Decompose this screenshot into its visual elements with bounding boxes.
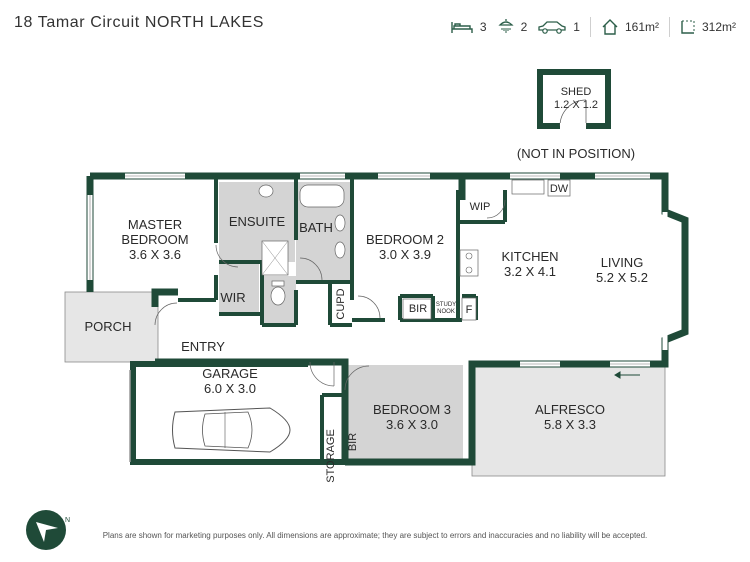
entry-label: ENTRY <box>181 339 225 354</box>
stat-divider <box>668 17 670 37</box>
alfresco-area <box>471 363 666 477</box>
kitchen-label: KITCHEN <box>501 249 558 264</box>
bed-icon <box>451 22 473 33</box>
bedroom3-label: BEDROOM 3 <box>373 402 451 417</box>
master-bedroom-label-2: BEDROOM <box>121 232 188 247</box>
ensuite-label: ENSUITE <box>229 214 286 229</box>
bedroom2-label: BEDROOM 2 <box>366 232 444 247</box>
property-address: 18 Tamar Circuit NORTH LAKES <box>14 14 265 31</box>
wir-label: WIR <box>220 290 245 305</box>
basin-icon <box>258 184 274 198</box>
land-area-stat: 312m² <box>680 19 736 35</box>
dw-label: DW <box>550 183 569 195</box>
bir3-label: BIR <box>347 433 359 451</box>
stat-divider <box>589 17 591 37</box>
bathrooms-count: 2 <box>520 20 528 34</box>
master-bedroom-size: 3.6 X 3.6 <box>129 247 181 262</box>
property-stats: 3 2 1 161m² 312m² <box>440 14 736 40</box>
house-area-stat: 161m² <box>601 18 659 36</box>
land-icon <box>681 20 695 34</box>
bedrooms-stat: 3 <box>450 19 487 35</box>
sink-icon <box>511 179 545 195</box>
shed-note: (NOT IN POSITION) <box>517 146 635 161</box>
living-size: 5.2 X 5.2 <box>596 270 648 285</box>
shower-icon <box>498 19 514 33</box>
study-nook-label: STUDY <box>436 302 456 308</box>
fridge-label: F <box>466 304 473 316</box>
car-icon <box>538 21 566 34</box>
car-stat: 1 <box>537 19 580 35</box>
car-icon <box>172 407 291 453</box>
fixtures <box>258 179 571 321</box>
bir2-cupboard <box>402 298 432 320</box>
porch-label: PORCH <box>85 319 132 334</box>
compass-icon: N <box>24 508 72 557</box>
slide-arrow <box>614 371 640 379</box>
garage-label: GARAGE <box>202 366 258 381</box>
bedroom3-size: 3.6 X 3.0 <box>386 417 438 432</box>
bedrooms-count: 3 <box>479 20 487 34</box>
toilet-icon <box>270 286 286 306</box>
bath-basin-icon <box>334 214 346 232</box>
bathtub-icon <box>299 184 345 208</box>
study-nook-label-2: NOOK <box>437 309 455 315</box>
svg-text:N: N <box>65 517 70 524</box>
exterior-walls <box>86 172 689 466</box>
garage-size: 6.0 X 3.0 <box>204 381 256 396</box>
living-label: LIVING <box>601 255 644 270</box>
house-icon <box>602 19 618 35</box>
shed-label: SHED <box>561 86 592 98</box>
door-swings <box>154 199 506 391</box>
storage-label: STORAGE <box>325 429 337 483</box>
bath-label: BATH <box>299 220 333 235</box>
bathrooms-stat: 2 <box>497 18 528 36</box>
shed: SHED 1.2 X 1.2 <box>537 69 611 129</box>
kitchen-size: 3.2 X 4.1 <box>504 264 556 279</box>
disclaimer-text: Plans are shown for marketing purposes o… <box>102 531 648 540</box>
bath-basin-icon <box>334 241 346 259</box>
master-bedroom-label: MASTER <box>128 217 182 232</box>
bir2-label: BIR <box>409 303 427 315</box>
shed-size: 1.2 X 1.2 <box>554 99 598 111</box>
cooktop-icon <box>459 249 479 277</box>
garage-walls <box>130 361 345 465</box>
car-count: 1 <box>573 20 580 34</box>
alfresco-label: ALFRESCO <box>535 402 605 417</box>
window-lines <box>89 175 650 365</box>
alfresco-size: 5.8 X 3.3 <box>544 417 596 432</box>
fridge-icon <box>461 297 477 321</box>
wir-area <box>219 262 259 314</box>
bedroom2-size: 3.0 X 3.9 <box>379 247 431 262</box>
dishwasher-icon <box>547 179 571 197</box>
windows <box>87 173 668 367</box>
porch-area <box>64 291 159 363</box>
cupd-label: CUPD <box>335 288 347 319</box>
bedroom3-area <box>345 365 463 462</box>
house-area: 161m² <box>624 20 659 34</box>
land-area: 312m² <box>701 20 736 34</box>
wip-label: WIP <box>470 201 491 213</box>
